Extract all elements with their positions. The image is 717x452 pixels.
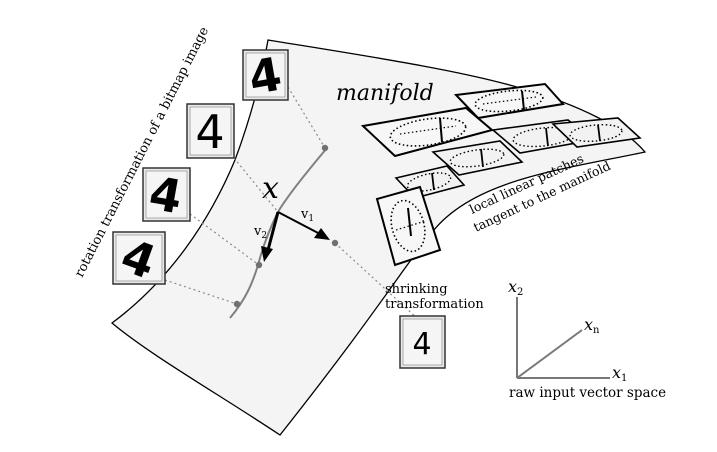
shrinking-label-line2: transformation	[385, 297, 484, 312]
axis-xn-label: xn	[584, 315, 600, 336]
tangent-patches	[360, 82, 642, 267]
raw-space-label: raw input vector space	[509, 385, 666, 401]
shrinking-label-line1: shrinking	[385, 282, 448, 297]
digit-box-1: 4	[242, 47, 289, 105]
digit-box-3: 4	[142, 166, 191, 224]
connector-lines	[164, 86, 431, 331]
vector-space-axes	[516, 297, 610, 379]
patch-5	[431, 140, 524, 176]
v2-label: v2	[253, 224, 267, 241]
digit-box-4: 4	[112, 228, 166, 290]
v1-arrowhead	[314, 228, 330, 240]
digit-box-shrunk: 4	[399, 315, 446, 369]
v2-arrowhead	[261, 246, 273, 262]
v1-label: v1	[300, 207, 314, 224]
sample-points	[233, 144, 339, 308]
axis-xn	[516, 329, 583, 379]
digit-rotated-2: 4	[195, 105, 224, 159]
axis-x2-label: x2	[508, 277, 523, 298]
digit-box-2: 4	[186, 103, 235, 159]
digit-shrunk: 4	[412, 327, 431, 362]
v1-arrow	[277, 211, 321, 235]
tangent-vectors	[261, 211, 330, 262]
patch-7	[375, 185, 442, 267]
manifold-curve	[229, 147, 328, 319]
patch-2	[453, 82, 565, 120]
axis-x1-label: x1	[612, 363, 627, 384]
patch-4	[551, 117, 642, 148]
manifold-label: manifold	[336, 81, 434, 106]
point-x-label: x	[262, 171, 279, 206]
v2-arrow	[266, 211, 280, 251]
